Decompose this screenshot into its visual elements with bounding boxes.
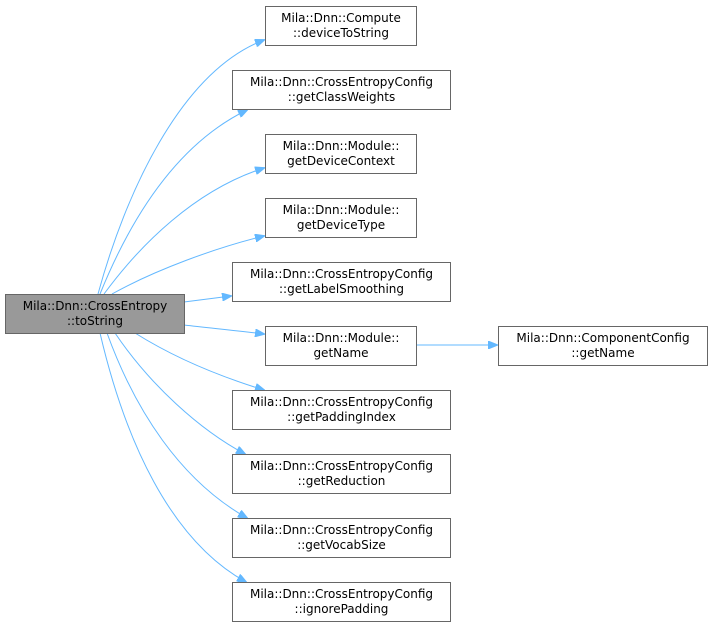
node-label-line: getDeviceContext — [287, 154, 395, 168]
node-n7[interactable]: Mila::Dnn::CrossEntropyConfig::getPaddin… — [232, 390, 451, 430]
node-label-line: Mila::Dnn::CrossEntropyConfig — [250, 267, 433, 281]
node-box — [265, 326, 417, 366]
edge-root-n8 — [114, 332, 245, 454]
node-label-line: Mila::Dnn::Module:: — [283, 139, 400, 153]
node-box — [265, 198, 417, 238]
node-box — [232, 454, 451, 494]
node-n1[interactable]: Mila::Dnn::Compute::deviceToString — [265, 6, 417, 46]
node-box — [498, 326, 708, 366]
node-label-line: Mila::Dnn::Compute — [281, 11, 401, 25]
node-n5[interactable]: Mila::Dnn::CrossEntropyConfig::getLabelS… — [232, 262, 451, 302]
edge-root-n6 — [183, 324, 264, 334]
node-layer: Mila::Dnn::CrossEntropy::toStringMila::D… — [5, 6, 708, 622]
node-root[interactable]: Mila::Dnn::CrossEntropy::toString — [5, 294, 185, 334]
node-n4[interactable]: Mila::Dnn::Module::getDeviceType — [265, 198, 417, 238]
node-label-line: Mila::Dnn::CrossEntropy — [23, 299, 168, 313]
node-label-line: getName — [313, 346, 368, 360]
node-n6[interactable]: Mila::Dnn::Module::getName — [265, 326, 417, 366]
node-n2[interactable]: Mila::Dnn::CrossEntropyConfig::getClassW… — [232, 70, 451, 110]
node-label-line: Mila::Dnn::CrossEntropyConfig — [250, 459, 433, 473]
node-n9[interactable]: Mila::Dnn::CrossEntropyConfig::getVocabS… — [232, 518, 451, 558]
node-label-line: Mila::Dnn::ComponentConfig — [516, 331, 689, 345]
node-box — [232, 518, 451, 558]
node-n8[interactable]: Mila::Dnn::CrossEntropyConfig::getReduct… — [232, 454, 451, 494]
edge-root-n1 — [97, 40, 264, 295]
node-box — [5, 294, 185, 334]
node-label-line: ::getReduction — [298, 474, 386, 488]
node-label-line: ::getClassWeights — [288, 90, 395, 104]
edge-root-n3 — [103, 168, 264, 295]
edge-root-n2 — [99, 110, 247, 295]
node-label-line: Mila::Dnn::CrossEntropyConfig — [250, 395, 433, 409]
node-box — [232, 390, 451, 430]
node-n10[interactable]: Mila::Dnn::CrossEntropyConfig::ignorePad… — [232, 582, 451, 622]
node-label-line: Mila::Dnn::Module:: — [283, 203, 400, 217]
node-label-line: ::toString — [67, 314, 123, 328]
node-n11[interactable]: Mila::Dnn::ComponentConfig::getName — [498, 326, 708, 366]
node-label-line: ::getLabelSmoothing — [279, 282, 404, 296]
node-label-line: ::getVocabSize — [297, 538, 386, 552]
node-n3[interactable]: Mila::Dnn::Module::getDeviceContext — [265, 134, 417, 174]
edge-root-n10 — [99, 332, 246, 582]
node-label-line: ::getPaddingIndex — [287, 410, 396, 424]
node-label-line: Mila::Dnn::Module:: — [283, 331, 400, 345]
node-label-line: getDeviceType — [297, 218, 385, 232]
node-box — [232, 262, 451, 302]
node-box — [265, 6, 417, 46]
node-box — [232, 582, 451, 622]
edge-layer — [97, 40, 497, 582]
node-label-line: Mila::Dnn::CrossEntropyConfig — [250, 587, 433, 601]
edge-root-n4 — [111, 236, 264, 295]
node-label-line: ::deviceToString — [293, 26, 389, 40]
edge-root-n9 — [106, 332, 247, 518]
node-label-line: Mila::Dnn::CrossEntropyConfig — [250, 523, 433, 537]
edge-root-n7 — [134, 332, 264, 390]
edge-root-n5 — [183, 296, 231, 303]
node-label-line: Mila::Dnn::CrossEntropyConfig — [250, 75, 433, 89]
node-label-line: ::ignorePadding — [295, 602, 389, 616]
node-box — [232, 70, 451, 110]
node-box — [265, 134, 417, 174]
node-label-line: ::getName — [571, 346, 634, 360]
